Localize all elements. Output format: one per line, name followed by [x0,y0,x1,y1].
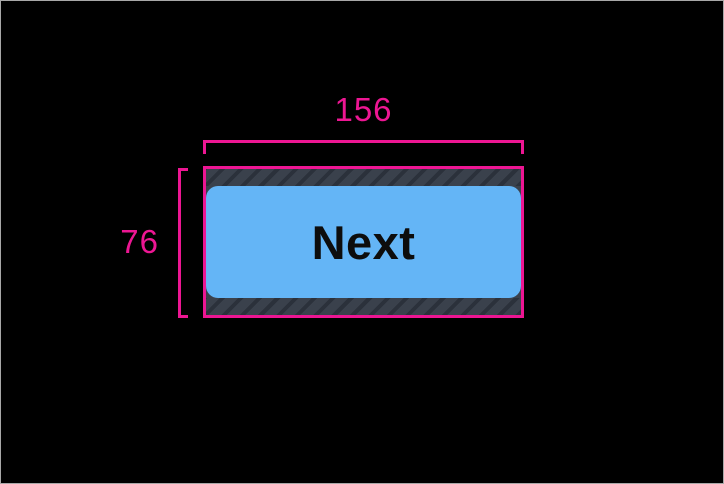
height-measure-bracket [178,168,188,318]
padding-top-hatch [206,169,521,186]
button-row: Next [206,186,521,298]
selection-bounds-outline: Next [203,166,524,318]
width-dimension-label: 156 [334,91,393,128]
next-button[interactable]: Next [206,186,521,298]
height-dimension-label: 76 [120,223,159,260]
padding-bottom-hatch [206,298,521,315]
width-measure-bracket [203,140,524,154]
